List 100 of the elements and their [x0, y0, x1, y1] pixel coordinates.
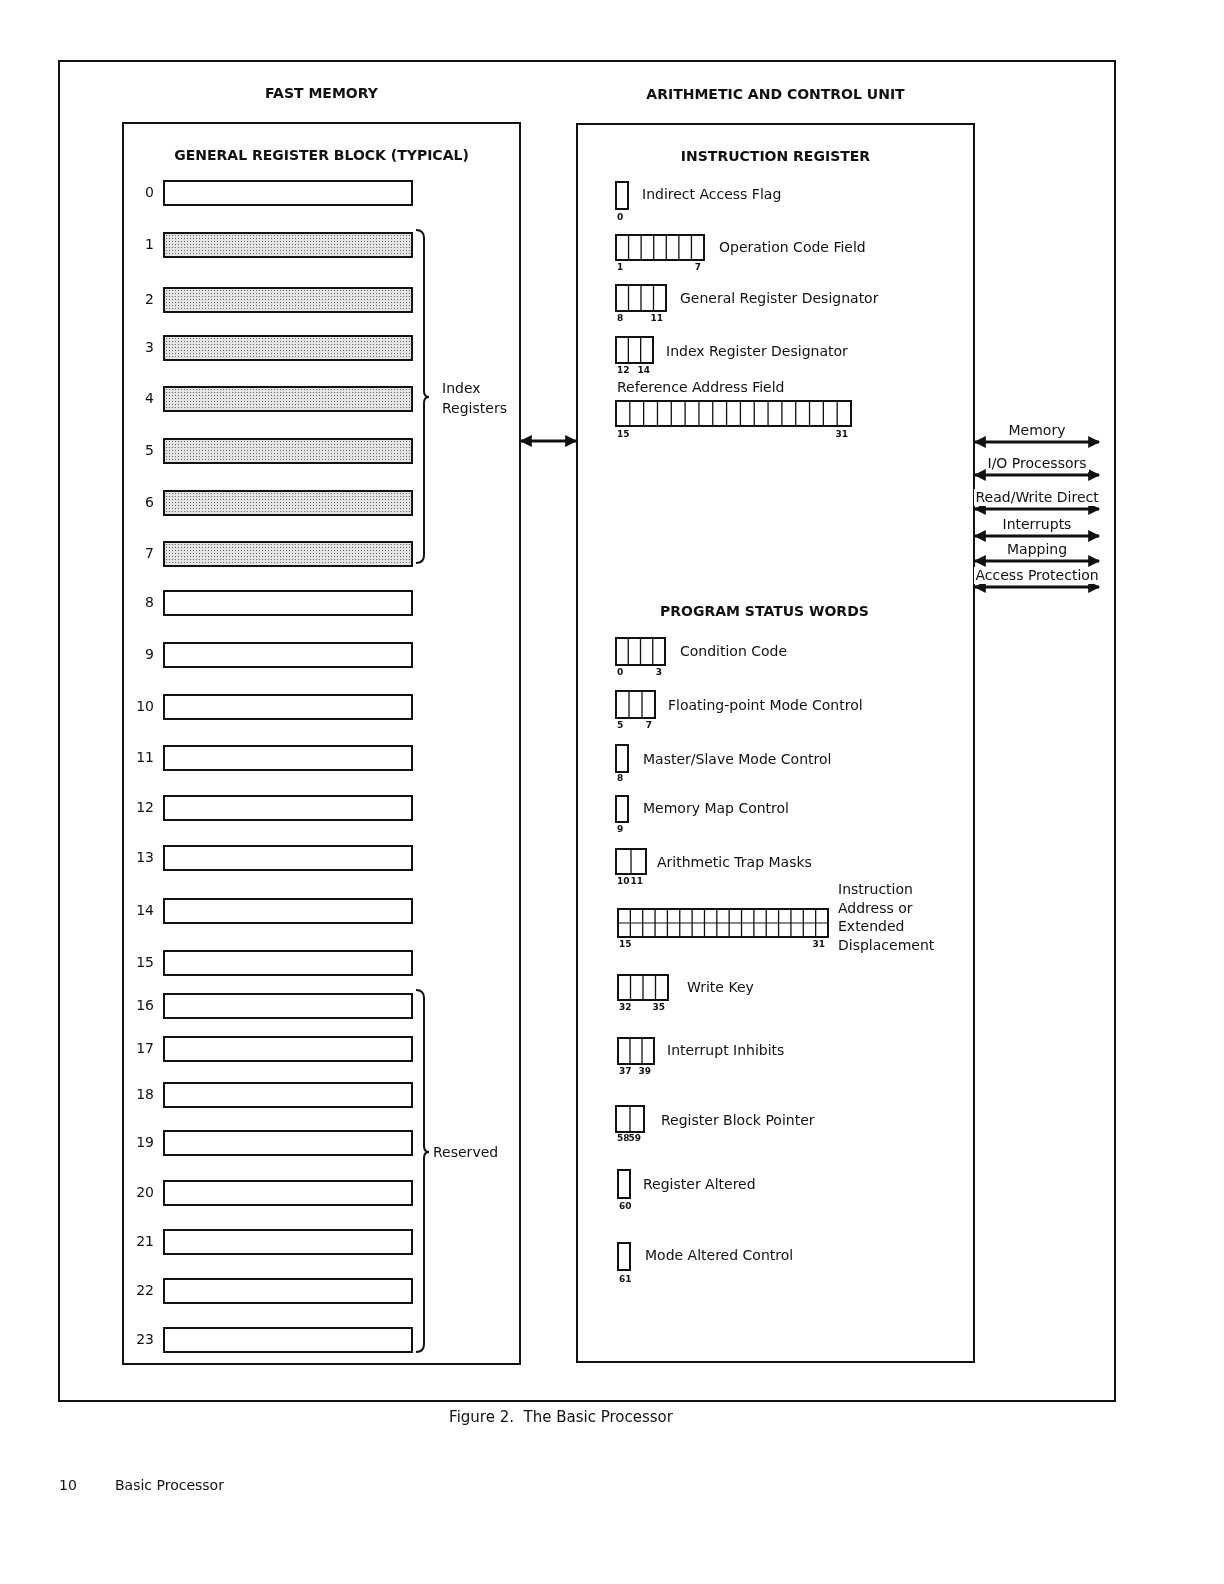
edge-label: Read/Write Direct	[973, 489, 1101, 506]
register-number: 8	[144, 593, 154, 611]
bit-number: 60	[619, 1201, 632, 1211]
field-name: Reference Address Field	[617, 378, 785, 396]
field-name: Register Altered	[643, 1175, 756, 1193]
edge-label: Interrupts	[1000, 516, 1074, 533]
bit-number: 3	[655, 667, 662, 677]
figure-caption: Figure 2. The Basic Processor	[448, 1408, 674, 1426]
bit-number: 14	[637, 365, 650, 375]
register-number: 1	[144, 235, 154, 253]
register-number: 4	[144, 389, 154, 407]
bit-field	[617, 1037, 655, 1065]
register-number: 6	[144, 493, 154, 511]
register-number: 17	[135, 1039, 154, 1057]
register-bar	[163, 1327, 413, 1353]
double-arrow	[973, 530, 1101, 542]
bit-number: 1	[617, 262, 624, 272]
double-arrow	[973, 469, 1101, 481]
register-bar	[163, 541, 413, 567]
register-bar	[163, 438, 413, 464]
register-number: 2	[144, 290, 154, 308]
heading: INSTRUCTION REGISTER	[679, 147, 872, 165]
field-name: Mode Altered Control	[645, 1246, 794, 1264]
bit-field	[615, 637, 666, 666]
bit-number: 37	[619, 1066, 632, 1076]
register-bar	[163, 180, 413, 206]
bit-field	[615, 284, 667, 312]
register-number: 5	[144, 441, 154, 459]
double-arrow	[973, 436, 1101, 448]
field-name: Arithmetic Trap Masks	[657, 853, 812, 871]
register-number: 18	[135, 1085, 154, 1103]
bit-field	[615, 234, 705, 261]
bit-number: 0	[617, 212, 624, 222]
register-bar	[163, 1130, 413, 1156]
double-arrow	[519, 435, 578, 447]
bit-number: 11	[630, 876, 643, 886]
bit-field	[615, 181, 629, 210]
register-bar	[163, 694, 413, 720]
bit-number: 31	[835, 429, 848, 439]
register-bar	[163, 845, 413, 871]
register-bar	[163, 590, 413, 616]
heading: GENERAL REGISTER BLOCK (TYPICAL)	[173, 146, 470, 164]
bit-number: 39	[638, 1066, 651, 1076]
register-bar	[163, 1180, 413, 1206]
edge-label: I/O Processors	[985, 455, 1089, 472]
bit-number: 59	[628, 1133, 641, 1143]
bracket-label: Reserved	[433, 1143, 499, 1161]
bit-field	[615, 690, 656, 719]
field-name: Floating-point Mode Control	[668, 696, 863, 714]
bit-field	[615, 400, 852, 427]
bit-number: 58	[617, 1133, 630, 1143]
register-number: 19	[135, 1133, 154, 1151]
bit-number: 61	[619, 1274, 632, 1284]
edge-label: Memory	[1006, 422, 1068, 439]
register-number: 16	[135, 996, 154, 1014]
section-heading: PROGRAM STATUS WORDS	[660, 602, 869, 620]
register-bar	[163, 898, 413, 924]
field-name: Condition Code	[680, 642, 788, 660]
bit-field	[617, 908, 829, 938]
register-number: 3	[144, 338, 154, 356]
register-number: 12	[135, 798, 154, 816]
bit-number: 5	[617, 720, 624, 730]
field-name: Index Register Designator	[666, 342, 848, 360]
bit-number: 31	[812, 939, 825, 949]
double-arrow	[973, 555, 1101, 567]
register-number: 23	[135, 1330, 154, 1348]
register-number: 7	[144, 544, 154, 562]
bit-number: 9	[617, 824, 624, 834]
register-number: 13	[135, 848, 154, 866]
register-number: 21	[135, 1232, 154, 1250]
field-name: Indirect Access Flag	[642, 185, 782, 203]
bit-field	[615, 336, 654, 364]
register-bar	[163, 490, 413, 516]
register-number: 11	[135, 748, 154, 766]
bit-number: 11	[650, 313, 663, 323]
field-name: Memory Map Control	[643, 799, 789, 817]
bit-number: 0	[617, 667, 624, 677]
register-bar	[163, 335, 413, 361]
bit-number: 15	[619, 939, 632, 949]
bit-field	[615, 848, 647, 875]
edge-label: Access Protection	[973, 567, 1101, 584]
bit-number: 10	[617, 876, 630, 886]
heading: FAST MEMORY	[264, 84, 379, 102]
bracket-label: Index Registers	[442, 379, 506, 418]
register-bar	[163, 386, 413, 412]
field-name: Master/Slave Mode Control	[643, 750, 832, 768]
bit-field	[617, 1242, 631, 1271]
register-bar	[163, 745, 413, 771]
bit-number: 35	[652, 1002, 665, 1012]
bit-number: 15	[617, 429, 630, 439]
register-bar	[163, 993, 413, 1019]
bit-number: 8	[617, 773, 624, 783]
field-name: General Register Designator	[680, 289, 879, 307]
page-number: 10	[59, 1476, 77, 1494]
register-bar	[163, 1082, 413, 1108]
bit-number: 7	[645, 720, 652, 730]
register-bar	[163, 287, 413, 313]
register-number: 9	[144, 645, 154, 663]
field-name: Write Key	[687, 978, 754, 996]
bit-field	[615, 1105, 645, 1133]
